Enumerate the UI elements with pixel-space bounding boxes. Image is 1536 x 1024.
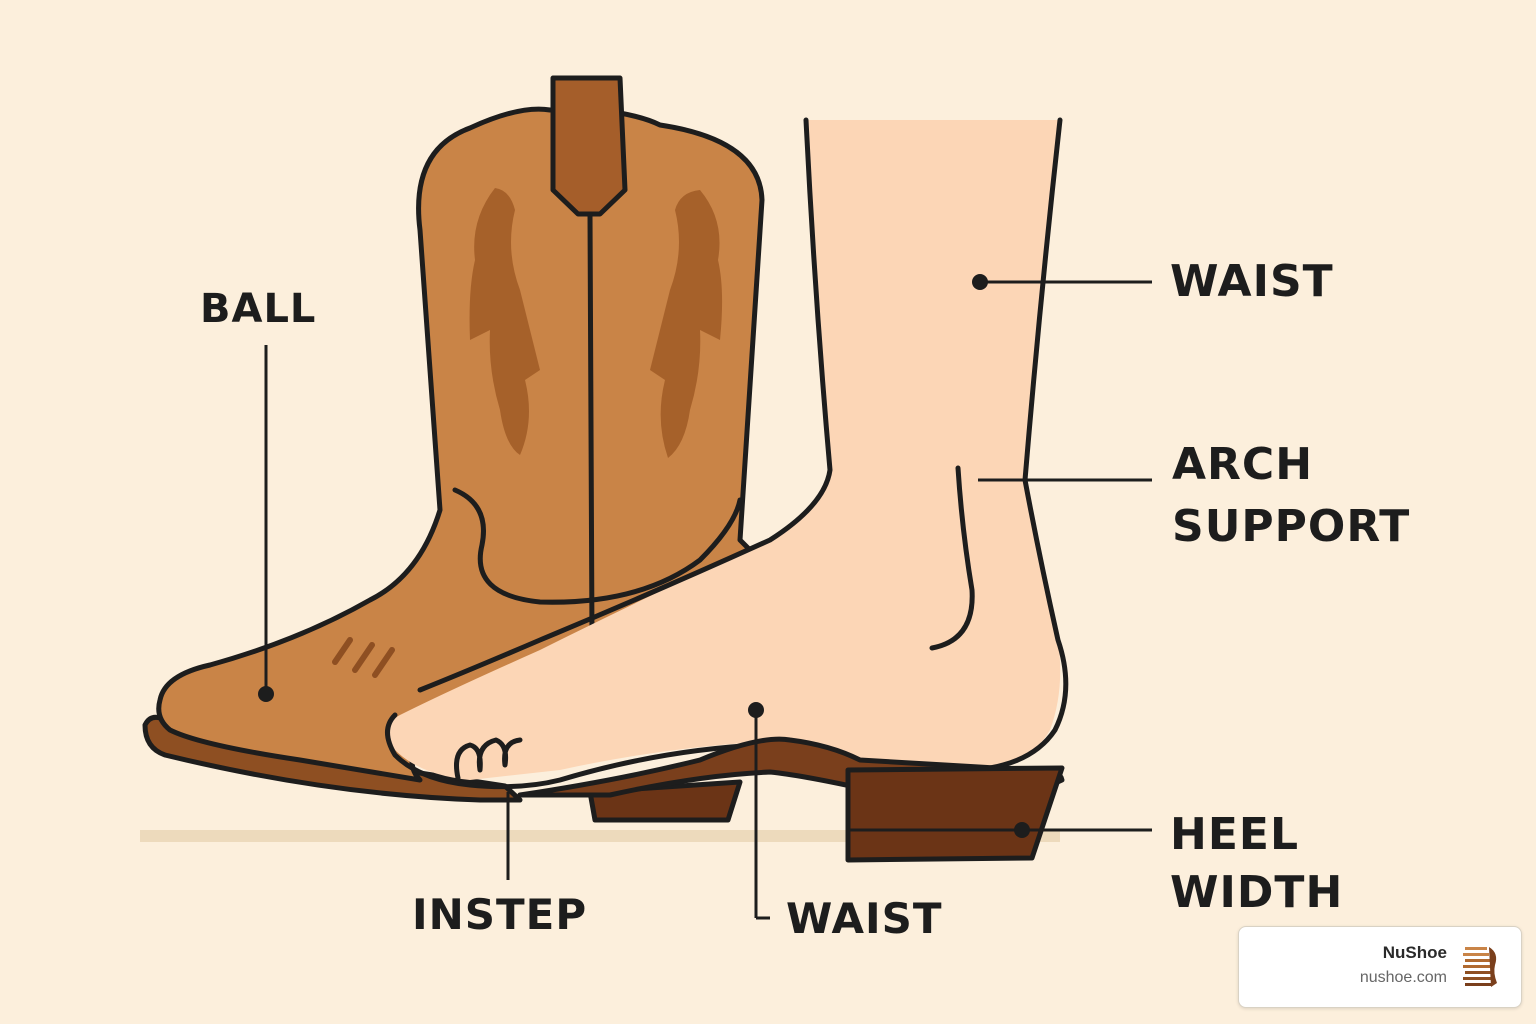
waist-top-dot: [972, 274, 988, 290]
ball-dot: [258, 686, 274, 702]
nushoe-logo-icon: [1463, 947, 1497, 987]
foot-sole-line: [385, 712, 763, 790]
label-arch-support: ARCH SUPPORT: [1172, 434, 1410, 558]
label-ball: BALL: [200, 286, 317, 332]
foot-skin: [388, 120, 1061, 780]
label-waist-top: WAIST: [1170, 256, 1334, 307]
ground-shadow: [140, 830, 1060, 842]
foot-toes: [454, 737, 523, 781]
label-heel-line1: HEEL: [1170, 809, 1299, 860]
brand-logo-card[interactable]: NuShoe nushoe.com: [1238, 926, 1522, 1008]
boot-flame-right: [650, 190, 723, 458]
foot-leg-front: [417, 117, 833, 693]
leader-lines: [258, 274, 1152, 920]
label-heel-line2: WIDTH: [1170, 867, 1344, 918]
brand-name: NuShoe: [1382, 943, 1447, 962]
label-arch-line1: ARCH: [1172, 439, 1314, 490]
boot-toe-stitch: [332, 637, 395, 678]
heel-dot: [1014, 822, 1030, 838]
heel-block: [845, 765, 1065, 863]
label-instep: INSTEP: [412, 890, 588, 939]
boot-vamp-line: [452, 487, 743, 605]
foot-arch-line: [929, 465, 975, 651]
label-heel-width: HEEL WIDTH: [1170, 806, 1343, 922]
boot-pull-strap: [550, 75, 628, 217]
label-arch-line2: SUPPORT: [1172, 501, 1411, 552]
waist-bottom-dot: [748, 702, 764, 718]
label-waist-bottom: WAIST: [786, 894, 943, 943]
boot-center-seam: [587, 211, 595, 643]
boot-flame-left: [469, 188, 540, 455]
brand-url: nushoe.com: [1359, 969, 1447, 986]
